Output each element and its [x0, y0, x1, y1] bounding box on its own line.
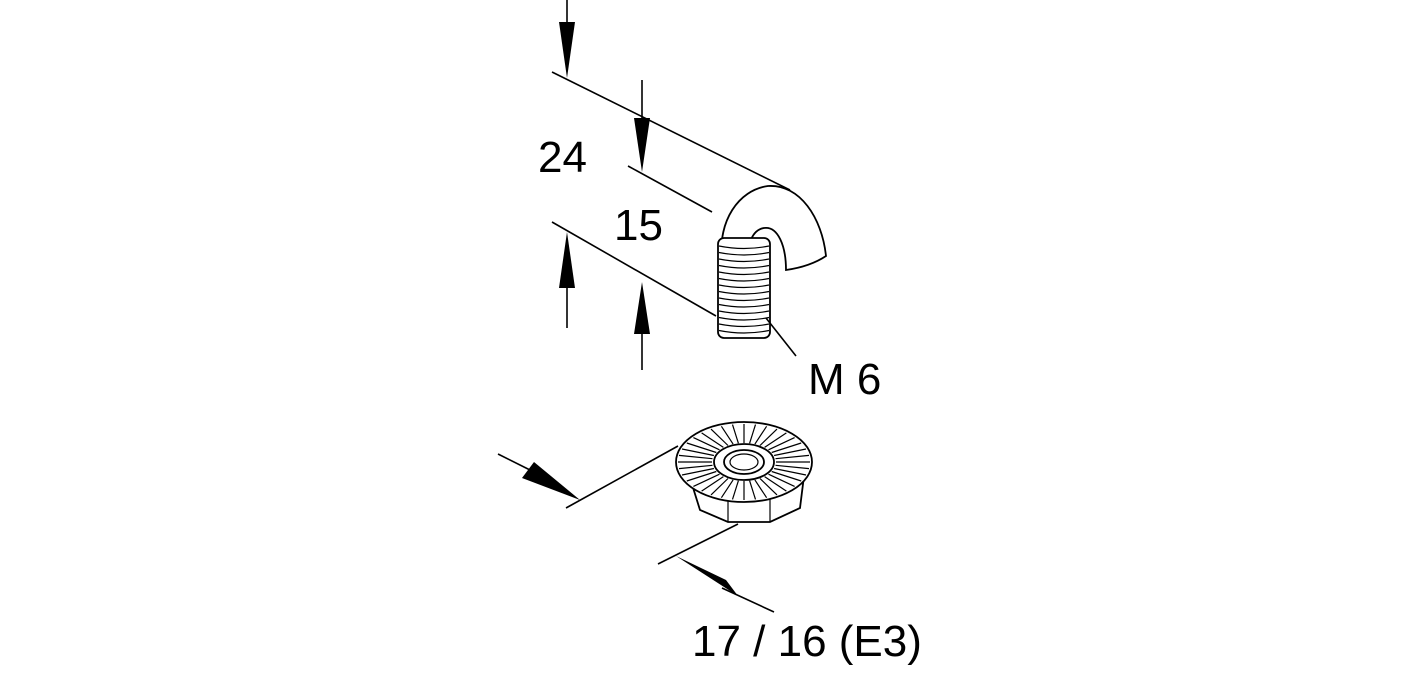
- serration-tooth: [749, 480, 757, 500]
- serration-tooth: [678, 454, 713, 460]
- thread-ridge: [718, 251, 770, 256]
- thread-ridge: [718, 290, 770, 295]
- serration-tooth: [731, 424, 739, 444]
- serration-tooth: [720, 425, 734, 445]
- thread-ridge: [718, 284, 770, 289]
- serration-tooth: [764, 432, 787, 448]
- serration-tooth: [768, 437, 795, 451]
- thread-size-callout: M 6: [765, 317, 881, 404]
- serration-tooth: [686, 442, 717, 454]
- extension-line-nut-bottom: [657, 523, 739, 565]
- thread-ridge: [718, 245, 770, 250]
- thread-size-label: M 6: [808, 355, 881, 404]
- thread-lines: [718, 245, 770, 334]
- thread-ridge: [718, 277, 770, 282]
- serration-tooth: [773, 448, 807, 457]
- serration-tooth: [759, 428, 778, 446]
- serration-tooth: [693, 473, 720, 487]
- serration-tooth: [710, 478, 729, 496]
- thread-ridge: [718, 316, 770, 321]
- dimension-label-24: 24: [538, 133, 587, 182]
- extension-line-nut-top: [565, 445, 679, 509]
- serration-tooth: [710, 428, 729, 446]
- leader-m6: [765, 317, 797, 357]
- serration-tooth: [681, 467, 715, 476]
- thread-ridge: [718, 297, 770, 302]
- arrow-24-top: [559, 22, 575, 78]
- serration-tooth: [773, 467, 807, 476]
- arrow-24-bottom: [559, 232, 575, 288]
- serration-tooth: [775, 454, 810, 460]
- serration-tooth: [693, 437, 720, 451]
- serration-tooth: [681, 448, 715, 457]
- serration-tooth: [775, 464, 810, 470]
- serration-tooth: [678, 464, 713, 470]
- serration-tooth: [749, 424, 757, 444]
- serration-tooth: [701, 432, 724, 448]
- dimension-15: 15: [614, 80, 713, 370]
- nut-width-label: 17 / 16 (E3): [692, 617, 922, 666]
- arrow-nut-bottom: [676, 556, 738, 596]
- serration-tooth: [720, 479, 734, 499]
- thread-ridge: [718, 264, 770, 269]
- serration-tooth: [764, 476, 787, 492]
- thread-ridge: [718, 258, 770, 263]
- thread-ridge: [718, 329, 770, 334]
- serration-tooth: [771, 442, 802, 454]
- serration-tooth: [771, 470, 802, 482]
- dimension-label-15: 15: [614, 201, 663, 250]
- extension-line-15-top: [627, 165, 713, 213]
- serration-tooth: [759, 478, 778, 496]
- hook-bolt: [717, 185, 827, 339]
- serration-tooth: [754, 479, 768, 499]
- thread-ridge: [718, 310, 770, 315]
- serration-tooth: [701, 476, 724, 492]
- arrow-15-top: [634, 118, 650, 172]
- thread-ridge: [718, 323, 770, 328]
- serration-tooth: [731, 480, 739, 500]
- arrow-nut-top: [522, 462, 580, 500]
- thread-ridge: [718, 303, 770, 308]
- nut-width-dimension: 17 / 16 (E3): [497, 445, 922, 666]
- flange-nut: [675, 421, 813, 523]
- serration-tooth: [686, 470, 717, 482]
- flange-serrations: [678, 424, 810, 500]
- extension-line-24-top: [551, 71, 791, 191]
- extension-line-24-bottom: [551, 221, 717, 317]
- dimension-24: 24: [538, 0, 791, 328]
- arrow-15-bottom: [634, 282, 650, 334]
- thread-ridge: [718, 271, 770, 276]
- serration-tooth: [768, 473, 795, 487]
- serration-tooth: [754, 425, 768, 445]
